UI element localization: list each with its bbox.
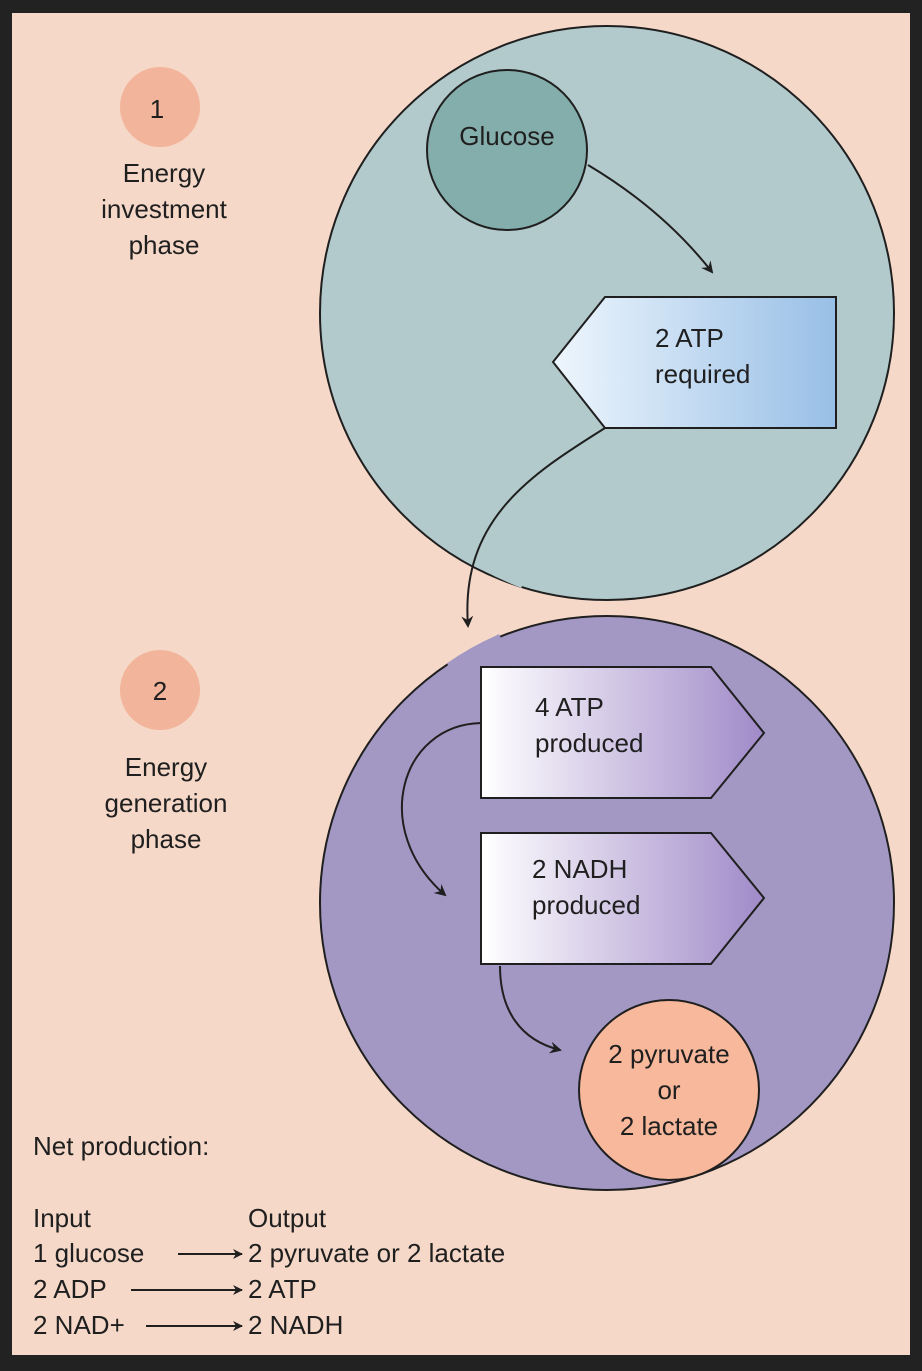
phase-2-label: 2 Energy generation phase xyxy=(105,650,228,854)
phase-2-label-line-3: phase xyxy=(131,824,202,854)
input-row-3: 2 NAD+ xyxy=(33,1310,125,1340)
input-header: Input xyxy=(33,1203,92,1233)
atp-produced-line-2: produced xyxy=(535,728,643,758)
atp-required-node xyxy=(551,296,837,429)
nadh-to-product-arrow xyxy=(499,965,562,1054)
glucose-label: Glucose xyxy=(459,121,554,151)
phase-2-label-line-2: generation xyxy=(105,788,228,818)
atp-to-nadh-arrow xyxy=(400,722,482,897)
phase-1-label-line-1: Energy xyxy=(123,158,205,188)
atp-produced-line-1: 4 ATP xyxy=(535,692,604,722)
product-node xyxy=(578,999,760,1181)
input-row-2: 2 ADP xyxy=(33,1274,107,1304)
phase-1-number: 1 xyxy=(150,94,164,124)
phase-1-badge xyxy=(120,67,200,147)
nadh-produced-line-2: produced xyxy=(532,890,640,920)
output-header: Output xyxy=(248,1203,327,1233)
investment-to-generation-arrow xyxy=(461,427,606,628)
atp-required-line-1: 2 ATP xyxy=(655,323,724,353)
phase-1-label-line-3: phase xyxy=(129,230,200,260)
phase-1-label: 1 Energy investment phase xyxy=(101,67,228,260)
nadh-produced-node xyxy=(480,832,766,965)
atp-required-line-2: required xyxy=(655,359,750,389)
phase-1-label-line-2: investment xyxy=(101,194,227,224)
phase-2-number: 2 xyxy=(153,676,167,706)
nadh-produced-line-1: 2 NADH xyxy=(532,854,627,884)
output-row-3: 2 NADH xyxy=(248,1310,343,1340)
output-row-1: 2 pyruvate or 2 lactate xyxy=(248,1238,505,1268)
product-line-3: 2 lactate xyxy=(620,1111,718,1141)
product-line-2: or xyxy=(657,1075,680,1105)
net-production-block: Net production: Input Output 1 glucose 2… xyxy=(33,1131,505,1340)
glucose-to-atp-arrow xyxy=(587,164,714,274)
input-row-1: 1 glucose xyxy=(33,1238,144,1268)
product-line-1: 2 pyruvate xyxy=(608,1039,729,1069)
generation-circle-gap xyxy=(446,634,501,667)
net-production-title: Net production: xyxy=(33,1131,209,1161)
output-row-2: 2 ATP xyxy=(248,1274,317,1304)
investment-circle-gap xyxy=(453,548,523,588)
phase-2-badge xyxy=(120,650,200,730)
phase-2-label-line-1: Energy xyxy=(125,752,207,782)
glucose-node xyxy=(426,69,588,231)
atp-produced-node xyxy=(480,666,766,799)
